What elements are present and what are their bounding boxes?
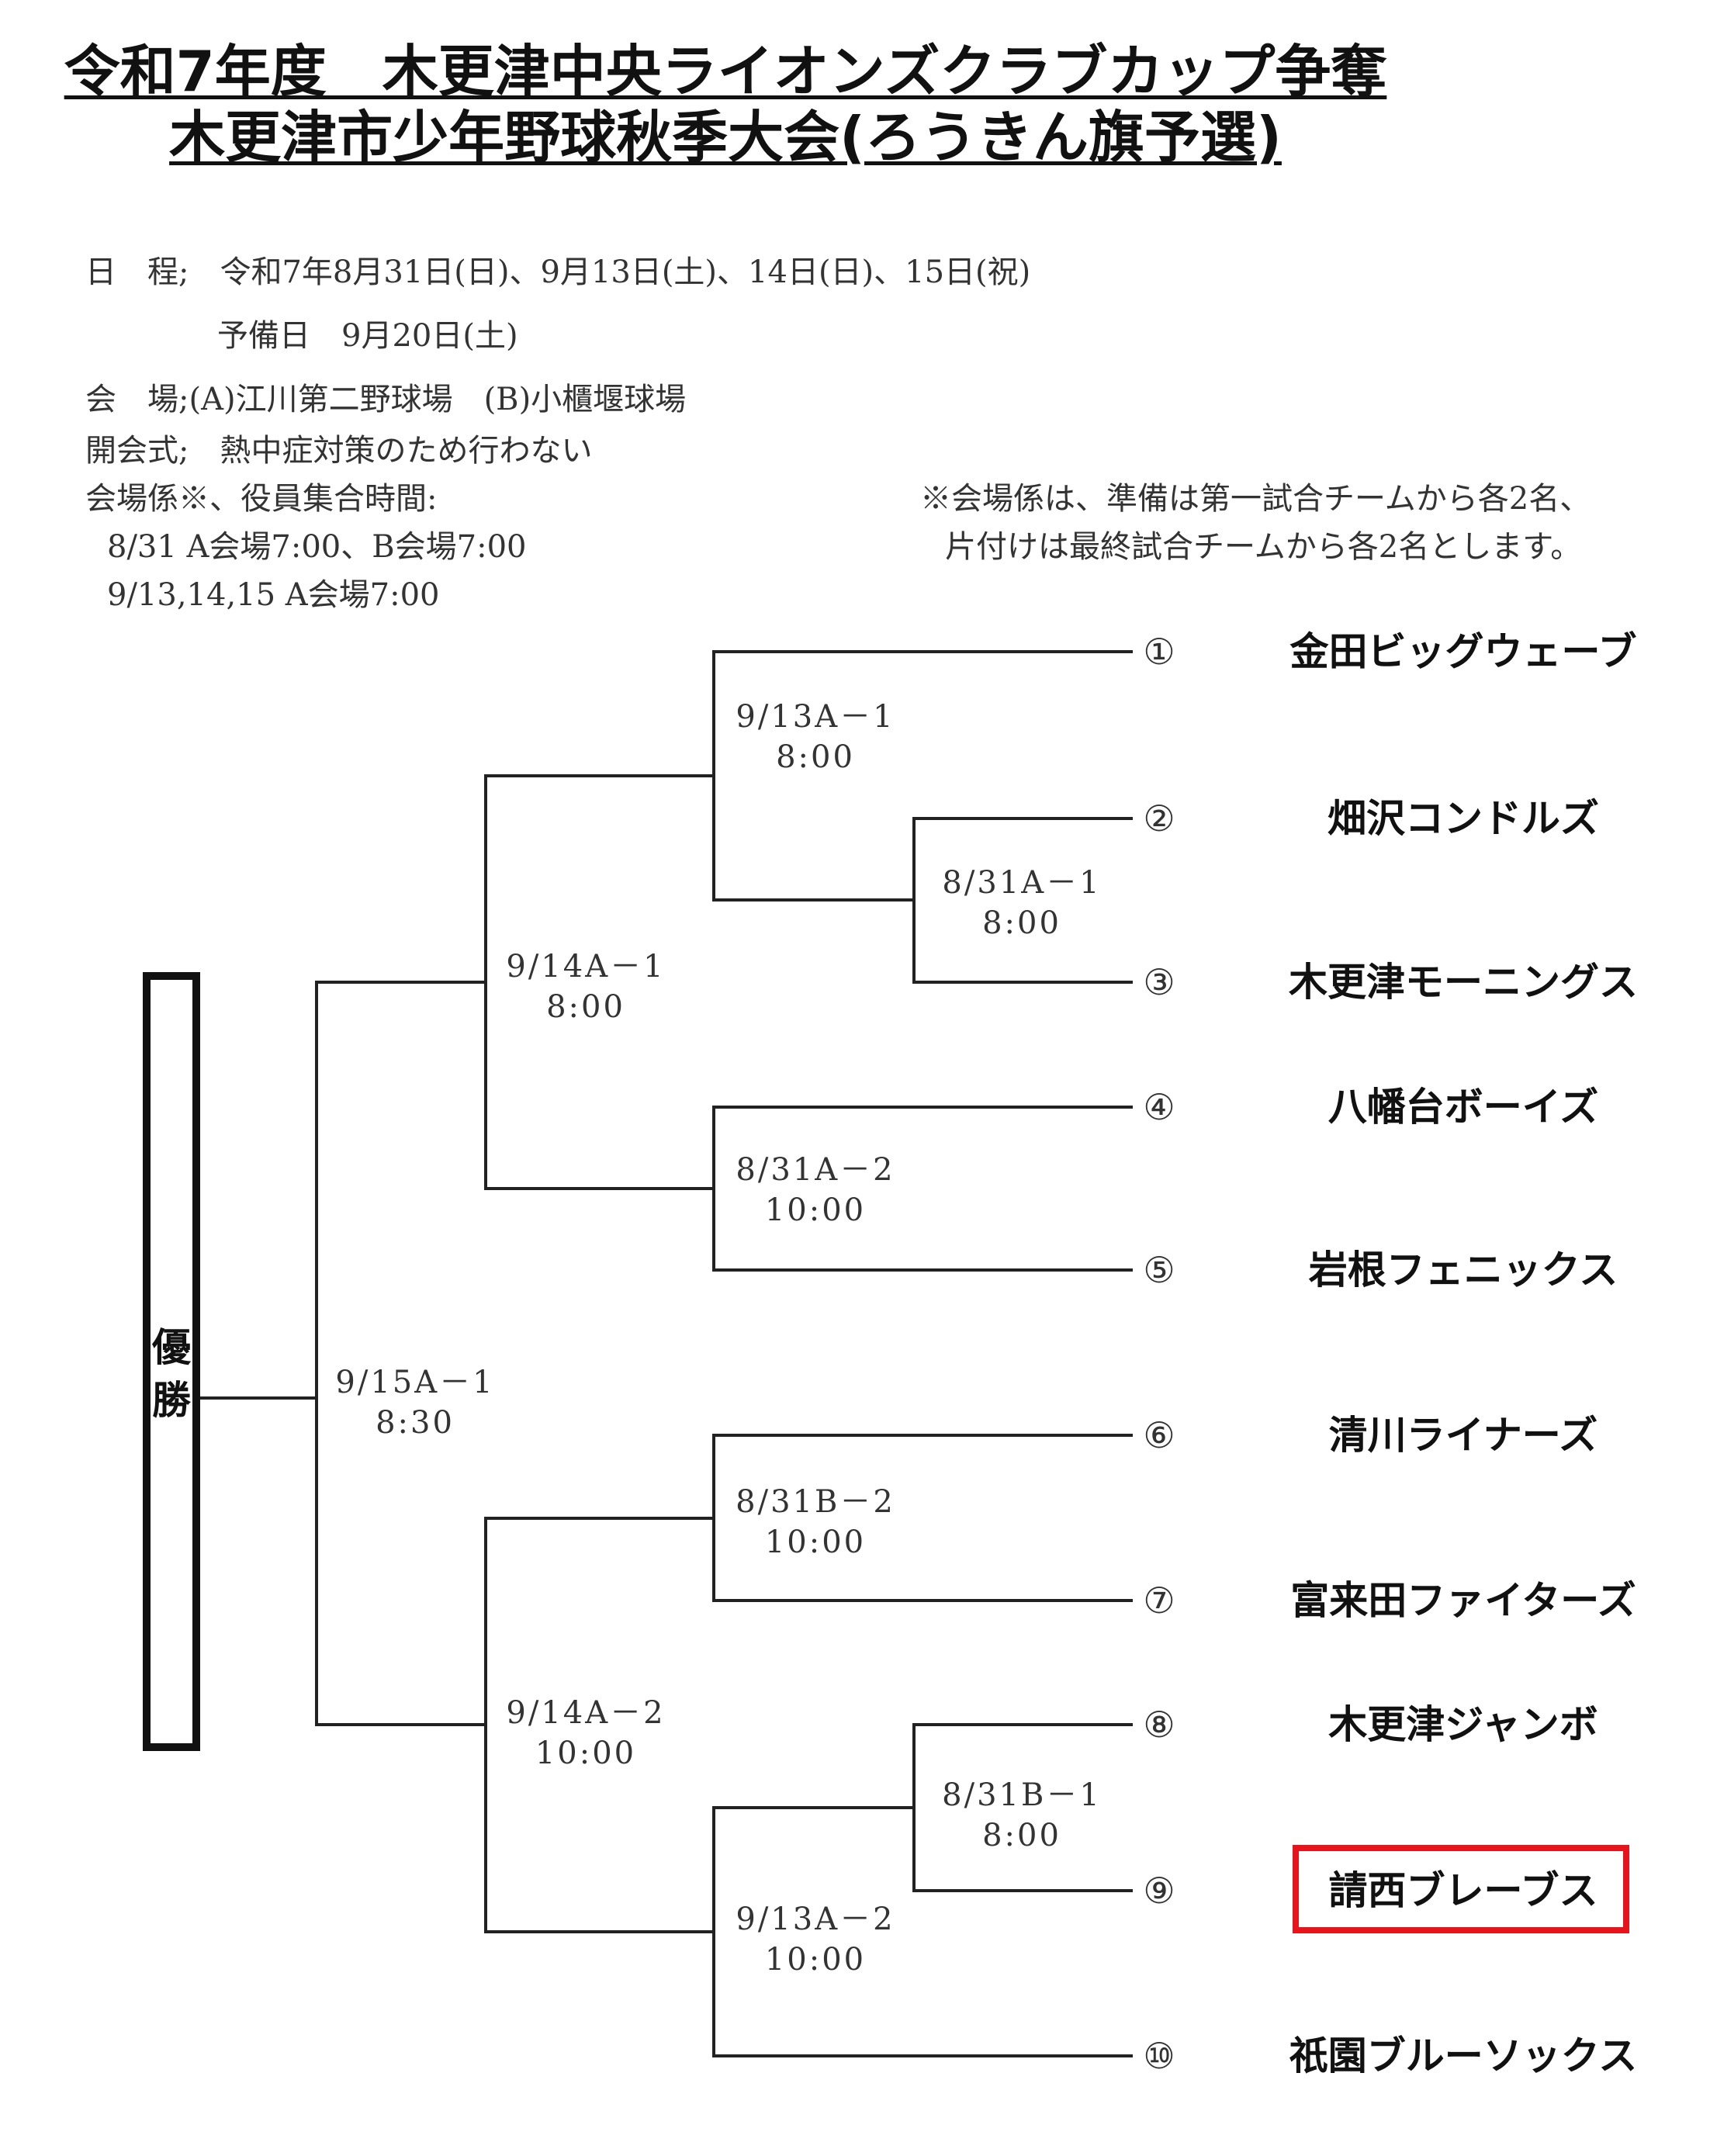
champion-box: 優勝 xyxy=(143,972,200,1751)
match-time-label: 10:00 xyxy=(535,1736,637,1771)
match-8-31-b2: 8/31B－2 10:00 xyxy=(718,1482,912,1562)
match-8-31-a1: 8/31A－1 8:00 xyxy=(925,863,1119,943)
match-9-13-a1: 9/13A－1 8:00 xyxy=(718,697,912,777)
team-name-8: 木更津ジャンボ xyxy=(1328,1702,1598,1747)
team-number-2: ② xyxy=(1143,798,1175,839)
match-time-label: 8:00 xyxy=(776,739,855,775)
match-game-label: 8/31A－2 xyxy=(736,1152,895,1188)
match-game-label: 9/14A－1 xyxy=(506,949,666,985)
highlight-box-team-9 xyxy=(1293,1845,1629,1933)
staff-note-line-2: 片付けは最終試合チームから各2名とします。 xyxy=(945,529,1582,565)
match-game-label: 9/14A－2 xyxy=(506,1695,666,1731)
bracket-line-match-9-13-a1 xyxy=(484,650,916,902)
bracket-line-match-9-13-a2 xyxy=(484,1806,1133,2057)
match-game-label: 9/13A－1 xyxy=(736,699,895,735)
match-time-label: 8:00 xyxy=(982,1818,1061,1853)
match-time-label: 10:00 xyxy=(764,1524,867,1560)
team-name-2: 畑沢コンドルズ xyxy=(1328,796,1599,841)
team-number-4: ④ xyxy=(1143,1086,1175,1128)
bracket-line-match-8-31-b2 xyxy=(484,1434,1133,1602)
match-9-15-a1: 9/15A－1 8:30 xyxy=(318,1362,512,1443)
team-name-1: 金田ビッグウェーブ xyxy=(1289,629,1637,674)
match-game-label: 8/31A－1 xyxy=(942,865,1102,901)
team-name-6: 清川ライナーズ xyxy=(1328,1413,1598,1458)
staff-time-aug31: 8/31 A会場7:00、B会場7:00 xyxy=(107,529,527,565)
team-number-3: ③ xyxy=(1143,961,1175,1003)
bracket-line-match-9-14-a1 xyxy=(315,774,487,1190)
venue-text: 会 場;(A)江川第二野球場 (B)小櫃堰球場 xyxy=(85,382,687,417)
team-number-7: ⑦ xyxy=(1143,1580,1175,1621)
staff-time-heading: 会場係※、役員集合時間: xyxy=(85,481,438,517)
title-line-1: 令和7年度 木更津中央ライオンズクラブカップ争奪 xyxy=(64,39,1387,104)
match-game-label: 8/31B－2 xyxy=(736,1484,895,1520)
match-8-31-a2: 8/31A－2 10:00 xyxy=(718,1150,912,1230)
match-time-label: 10:00 xyxy=(764,1192,867,1228)
team-number-1: ① xyxy=(1143,631,1175,673)
match-time-label: 8:30 xyxy=(376,1405,455,1441)
bracket-line-match-9-14-a2 xyxy=(315,1517,487,1933)
match-9-13-a2: 9/13A－2 10:00 xyxy=(718,1899,912,1980)
match-time-label: 8:00 xyxy=(546,989,625,1025)
match-time-label: 8:00 xyxy=(982,905,1061,941)
bracket-line-match-8-31-a2 xyxy=(484,1106,1133,1272)
title-line-2: 木更津市少年野球秋季大会(ろうきん旗予選) xyxy=(169,105,1282,170)
team-name-9: 請西ブレーブス xyxy=(1328,1868,1598,1913)
match-game-label: 9/13A－2 xyxy=(736,1902,895,1937)
team-number-8: ⑧ xyxy=(1143,1704,1175,1746)
champion-label: 優勝 xyxy=(152,1325,191,1423)
staff-note-line-1: ※会場係は、準備は第一試合チームから各2名、 xyxy=(920,481,1591,517)
team-number-6: ⑥ xyxy=(1143,1414,1175,1456)
match-9-14-a2: 9/14A－2 10:00 xyxy=(489,1693,683,1774)
ceremony-text: 開会式; 熱中症対策のため行わない xyxy=(85,433,593,469)
bracket-line-match-9-15-a1 xyxy=(199,981,318,1726)
team-number-10: ⑩ xyxy=(1143,2035,1175,2077)
team-number-9: ⑨ xyxy=(1143,1870,1175,1912)
team-name-3: 木更津モーニングス xyxy=(1289,960,1638,1005)
match-game-label: 8/31B－1 xyxy=(942,1777,1102,1813)
match-8-31-b1: 8/31B－1 8:00 xyxy=(925,1775,1119,1856)
team-name-7: 富来田ファイターズ xyxy=(1290,1578,1636,1623)
staff-time-sep: 9/13,14,15 A会場7:00 xyxy=(107,577,440,613)
schedule-text: 日 程; 令和7年8月31日(日)、9月13日(土)、14日(日)、15日(祝) xyxy=(85,254,1031,290)
team-name-10: 祇園ブルーソックス xyxy=(1289,2033,1638,2078)
team-name-4: 八幡台ボーイズ xyxy=(1328,1085,1599,1130)
team-number-5: ⑤ xyxy=(1143,1249,1175,1291)
team-name-5: 岩根フェニックス xyxy=(1308,1248,1618,1293)
match-time-label: 10:00 xyxy=(764,1942,867,1978)
match-9-14-a1: 9/14A－1 8:00 xyxy=(489,946,683,1027)
match-game-label: 9/15A－1 xyxy=(335,1365,495,1400)
reserve-day-text: 予備日 9月20日(土) xyxy=(217,318,518,354)
